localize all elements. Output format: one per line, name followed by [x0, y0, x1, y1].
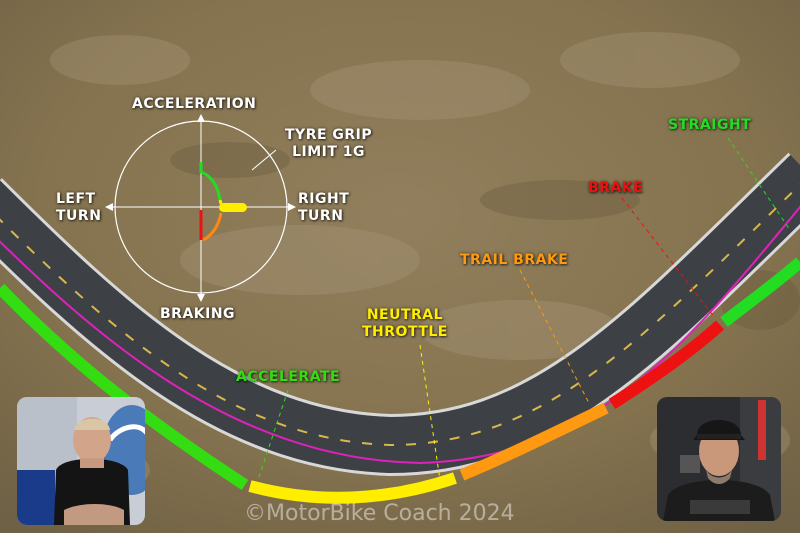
label-left-turn: LEFT TURN — [56, 191, 101, 225]
grip-limit-pointer — [251, 149, 277, 171]
label-neutral-throttle: NEUTRAL THROTTLE — [362, 307, 448, 341]
label-right-turn: RIGHT TURN — [298, 191, 349, 225]
grip-circle-diagram — [105, 114, 296, 302]
brake-band — [608, 320, 725, 410]
trail-brake-band — [459, 402, 609, 481]
label-straight: STRAIGHT — [668, 117, 752, 133]
arrow-right-icon — [288, 203, 296, 211]
arrow-up-icon — [197, 114, 205, 122]
road-center-line — [0, 183, 800, 447]
label-neutral-line1: NEUTRAL — [366, 307, 444, 323]
racing-line — [0, 205, 800, 465]
label-right-turn-line1: RIGHT — [298, 191, 350, 207]
brake-pointer — [621, 197, 716, 319]
presenter-right-cam — [657, 397, 781, 521]
arrow-left-icon — [105, 203, 113, 211]
label-right-turn-line2: TURN — [298, 208, 344, 224]
label-acceleration: ACCELERATION — [132, 96, 257, 112]
neutral-throttle-band — [248, 472, 457, 504]
label-braking: BRAKING — [160, 306, 236, 322]
neutral-throttle-pointer — [419, 344, 441, 481]
label-trail-brake: TRAIL BRAKE — [460, 252, 569, 268]
label-grip-limit-line1: TYRE GRIP — [285, 127, 373, 143]
accelerate-band — [0, 283, 249, 491]
label-left-turn-line2: TURN — [56, 208, 102, 224]
watermark: ©MotorBike Coach 2024 — [244, 501, 515, 526]
label-brake: BRAKE — [588, 180, 644, 196]
label-grip-limit-line2: LIMIT 1G — [292, 144, 366, 160]
label-left-turn-line1: LEFT — [56, 191, 96, 207]
arrow-down-icon — [197, 294, 205, 302]
label-neutral-line2: THROTTLE — [362, 324, 448, 340]
straight-band — [720, 257, 800, 327]
label-accelerate: ACCELERATE — [236, 369, 341, 385]
trace-accelerate — [199, 162, 222, 201]
trail-brake-pointer — [519, 269, 591, 406]
label-grip-limit: TYRE GRIP LIMIT 1G — [285, 127, 372, 161]
trace-max-lean — [219, 203, 247, 212]
trace-trail-brake — [202, 212, 223, 242]
straight-pointer — [727, 137, 791, 231]
presenter-left-cam — [17, 397, 145, 525]
